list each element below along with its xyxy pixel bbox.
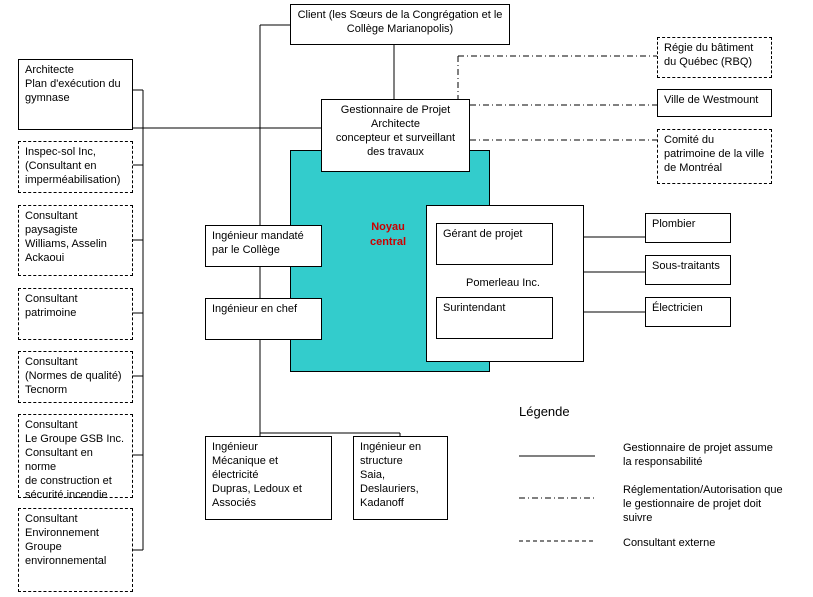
electricien-box: Électricien: [645, 297, 731, 327]
plombier-box: Plombier: [645, 213, 731, 243]
patrimoine-consultant-box: Consultant patrimoine: [18, 288, 133, 340]
comite-box: Comité du patrimoine de la ville de Mont…: [657, 129, 772, 184]
gestionnaire-box: Gestionnaire de Projet Architecte concep…: [321, 99, 470, 172]
ingenieur-mecanique-box: Ingénieur Mécanique et électricité Dupra…: [205, 436, 332, 520]
gsb-box: Consultant Le Groupe GSB Inc. Consultant…: [18, 414, 133, 501]
sous-traitants-box: Sous-traitants: [645, 255, 731, 285]
legend-solid-text: Gestionnaire de projet assume la respons…: [623, 442, 773, 468]
core-label: Noyau central: [369, 221, 407, 248]
paysagiste-box: Consultant paysagiste Williams, Asselin …: [18, 205, 133, 276]
gerant-box: Gérant de projet: [436, 223, 553, 265]
pomerleau-label: Pomerleau Inc.: [466, 277, 540, 289]
legend-dashed-text: Consultant externe: [623, 537, 716, 549]
client-box: Client (les Sœurs de la Congrégation et …: [290, 4, 510, 45]
legend-title: Légende: [519, 404, 570, 419]
surintendant-box: Surintendant: [436, 297, 553, 339]
ingenieur-chef-box: Ingénieur en chef: [205, 298, 322, 340]
ingenieur-structure-box: Ingénieur en structure Saia, Deslauriers…: [353, 436, 448, 520]
rbq-box: Régie du bâtiment du Québec (RBQ): [657, 37, 772, 78]
westmount-box: Ville de Westmount: [657, 89, 772, 117]
ingenieur-mandate-box: Ingénieur mandaté par le Collège: [205, 225, 322, 267]
architecte-box: Architecte Plan d'exécution du gymnase: [18, 59, 133, 130]
qualite-box: Consultant (Normes de qualité) Tecnorm: [18, 351, 133, 403]
legend-dashdot-text: Réglementation/Autorisation que le gesti…: [623, 484, 783, 524]
inspec-sol-box: Inspec-sol Inc, (Consultant en imperméab…: [18, 141, 133, 193]
environnement-box: Consultant Environnement Groupe environn…: [18, 508, 133, 592]
